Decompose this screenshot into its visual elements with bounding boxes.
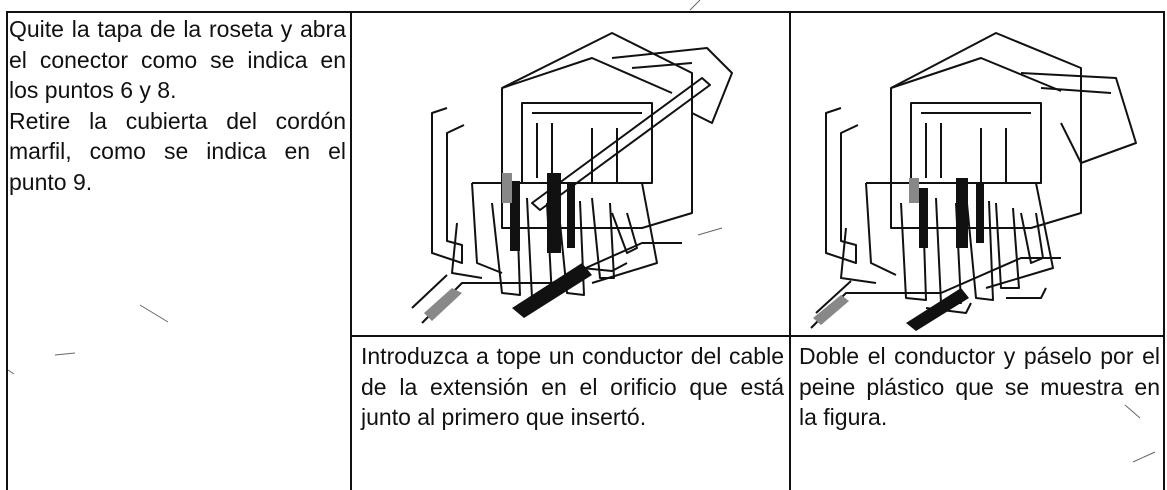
figure-row-bottom-border xyxy=(350,335,1165,337)
instruction-paragraph-1: Quite la tapa de la roseta y abra el con… xyxy=(9,16,346,103)
right-caption: Doble el conductor y páselo por el peine… xyxy=(799,343,1160,430)
column-divider-1 xyxy=(350,11,352,490)
rosette-connector-insert-wire-illustration xyxy=(411,32,733,324)
table-top-border xyxy=(6,11,1164,13)
column-divider-2 xyxy=(789,11,791,490)
middle-caption: Introduzca a tope un conductor del cable… xyxy=(361,343,784,430)
table-right-border xyxy=(1163,11,1165,490)
table-left-border xyxy=(6,11,8,490)
instruction-paragraph-2: Retire la cubierta del cordón marfil, co… xyxy=(9,107,346,195)
left-instruction-text: Quite la tapa de la roseta y abra el con… xyxy=(9,14,346,197)
rosette-connector-bend-wire-illustration xyxy=(810,32,1137,331)
